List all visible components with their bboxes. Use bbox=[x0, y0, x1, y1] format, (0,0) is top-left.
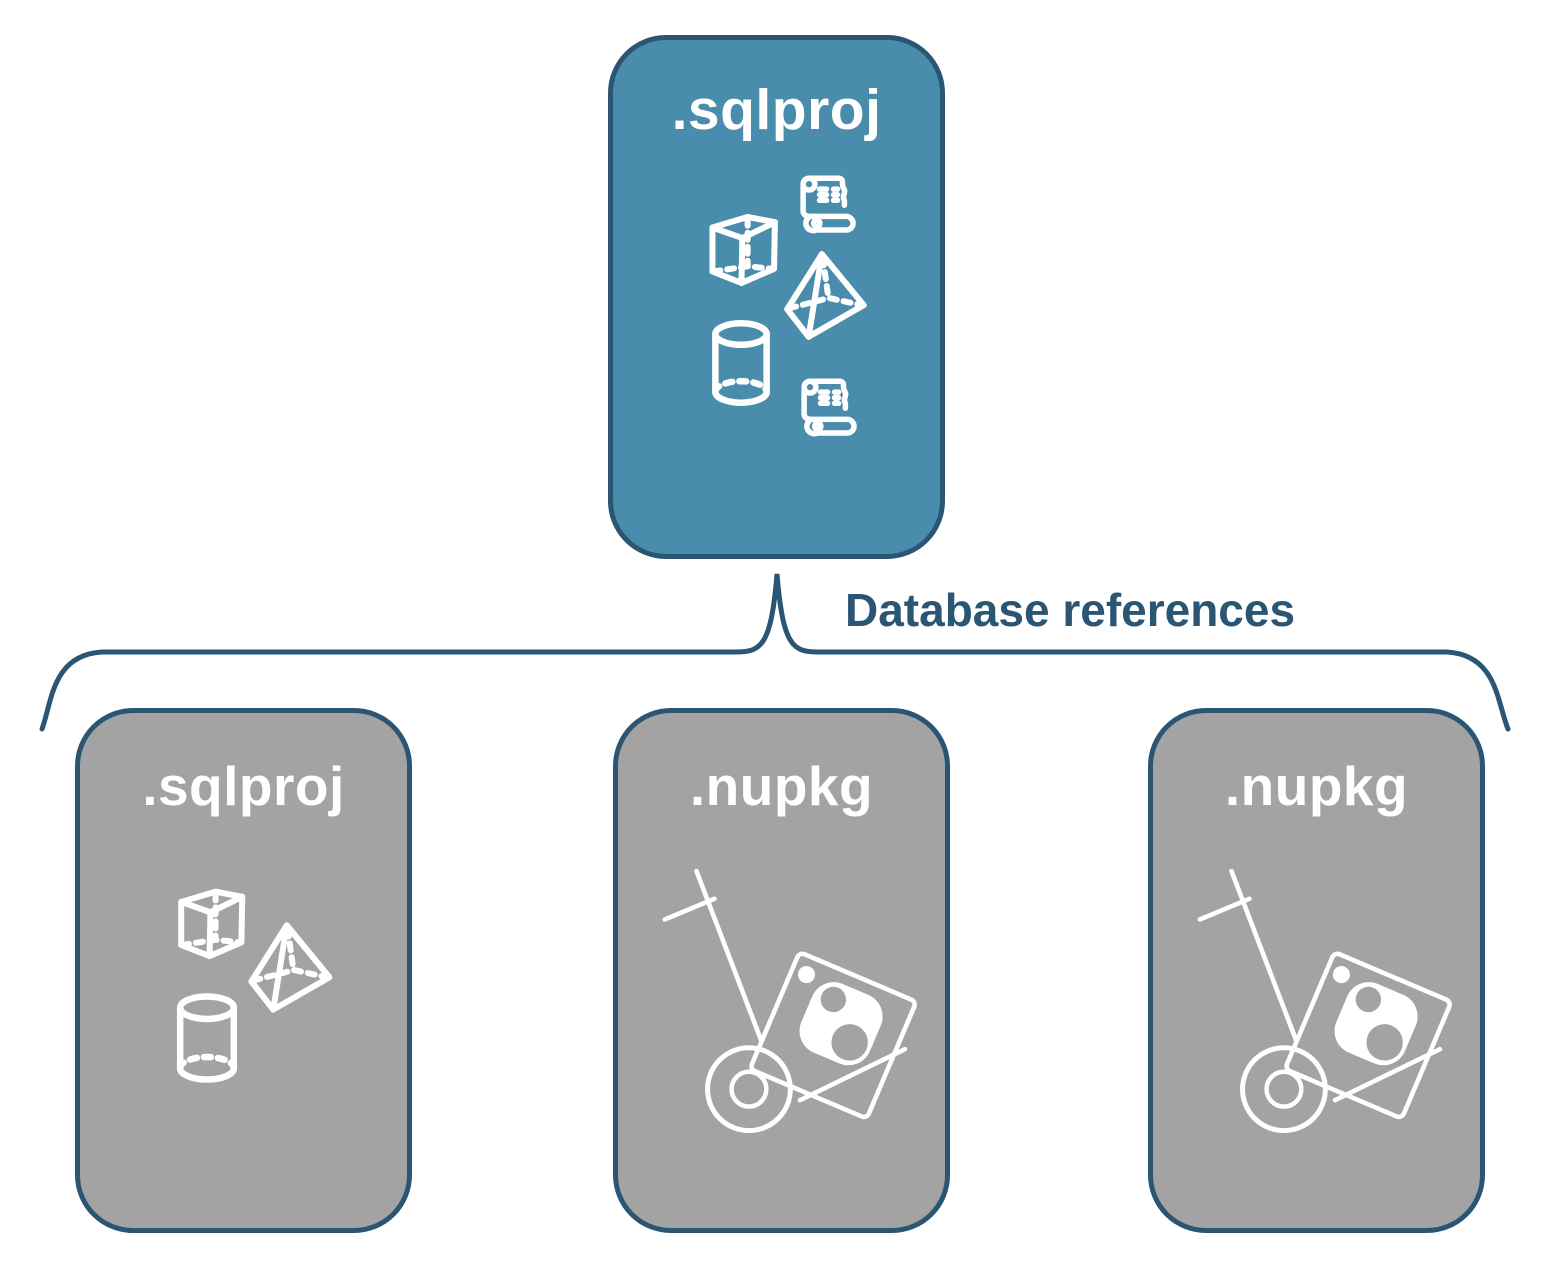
node-child-sqlproj: .sqlproj bbox=[75, 708, 412, 1233]
dolly-package-icon bbox=[1197, 867, 1473, 1143]
scroll-icon bbox=[796, 171, 858, 237]
pyramid-icon bbox=[238, 917, 348, 1021]
cylinder-icon bbox=[170, 993, 244, 1083]
scroll-icon bbox=[797, 374, 859, 440]
connector-label: Database references bbox=[845, 584, 1296, 636]
node-child-label: .nupkg bbox=[1224, 755, 1409, 817]
pyramid-icon bbox=[773, 246, 883, 348]
node-child-label: .sqlproj bbox=[142, 755, 345, 817]
node-child-label: .nupkg bbox=[689, 755, 874, 817]
dolly-package-icon bbox=[662, 867, 938, 1143]
node-root-label: .sqlproj bbox=[671, 78, 882, 142]
node-child-nupkg: .nupkg bbox=[613, 708, 950, 1233]
node-child-nupkg: .nupkg bbox=[1148, 708, 1485, 1233]
cube-icon bbox=[168, 877, 258, 963]
node-root-sqlproj: .sqlproj bbox=[608, 35, 945, 559]
cube-icon bbox=[699, 202, 791, 290]
cylinder-icon bbox=[703, 320, 779, 406]
